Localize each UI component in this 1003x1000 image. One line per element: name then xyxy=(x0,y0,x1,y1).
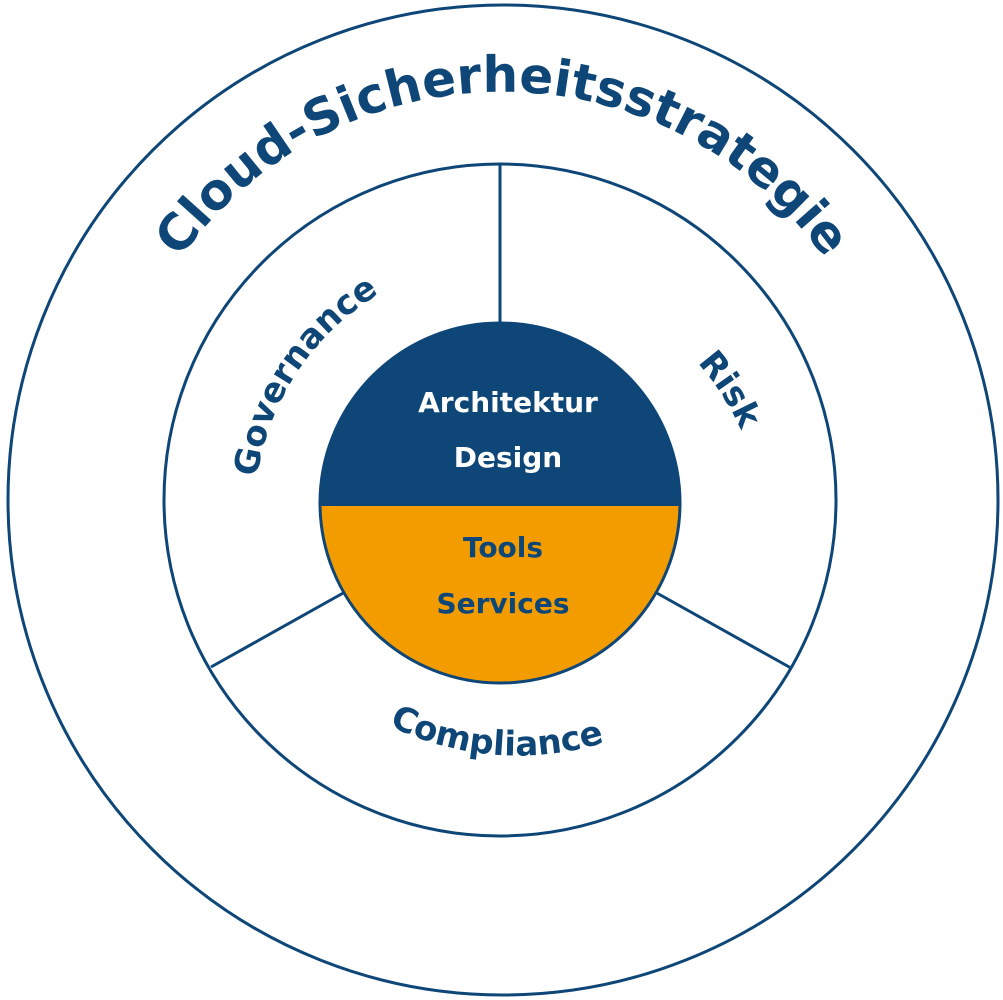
core-bottom-line1: Tools xyxy=(463,531,543,564)
core-top-line1: Architektur xyxy=(418,386,598,419)
divider-bottom-right xyxy=(654,590,792,670)
core-outline xyxy=(318,321,682,685)
core-bottom-line2: Services xyxy=(436,587,569,620)
strategy-title: Cloud-Sicherheitsstrategie xyxy=(143,46,861,266)
pillar-compliance-path: Compliance xyxy=(385,697,607,765)
divider-bottom-left xyxy=(210,590,346,669)
strategy-title-path: Cloud-Sicherheitsstrategie xyxy=(143,46,861,266)
pillar-risk: Risk xyxy=(691,343,770,435)
middle-ring xyxy=(162,162,838,838)
outer-ring xyxy=(6,3,1000,997)
pillar-risk-path: Risk xyxy=(691,343,770,435)
core-top-line2: Design xyxy=(454,441,562,474)
pillar-compliance: Compliance xyxy=(385,697,607,765)
